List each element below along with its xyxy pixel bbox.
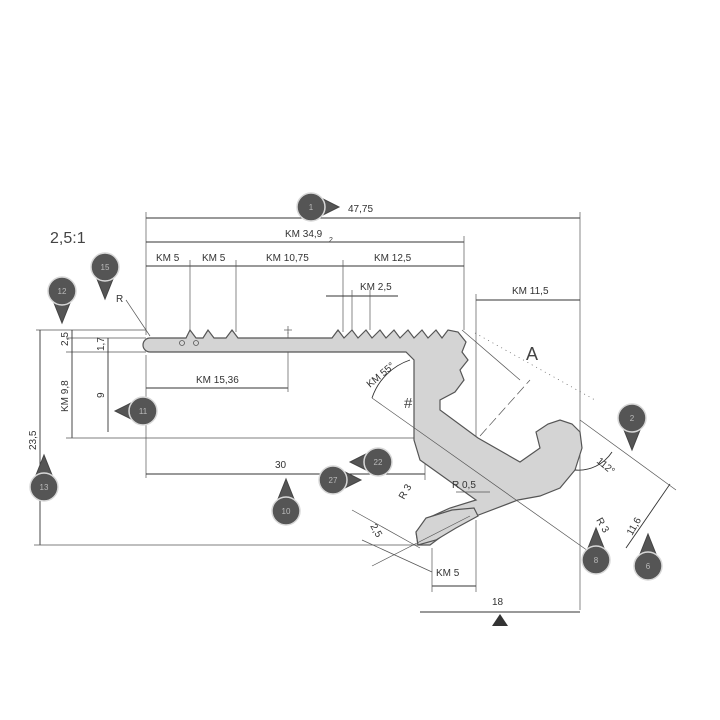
- callout-circle: [90, 252, 120, 282]
- dim-km-34-9: KM 34,9 2: [146, 229, 465, 330]
- callout-balloon: 1: [296, 192, 341, 222]
- dim-1-7-label: 1,7: [96, 337, 107, 351]
- section-arrow-icon: [492, 614, 508, 626]
- dim-km-5-low-label: KM 5: [436, 568, 460, 579]
- view-label-a: A: [526, 344, 538, 364]
- dim-km-11-5-label: KM 11,5: [512, 286, 549, 297]
- callout-balloon: 27: [318, 465, 363, 495]
- callout-pointer: [277, 477, 295, 500]
- dim-23-5-label: 23,5: [28, 430, 39, 450]
- dim-2-5-left-label: 2,5: [60, 332, 71, 346]
- dim-r-0-5-label: R 0,5: [452, 480, 476, 491]
- profile-flange: [142, 328, 583, 546]
- callout-circle: [296, 192, 326, 222]
- callout-circle: [633, 551, 663, 581]
- dim-left-verticals: 2,5 1,7 KM 9,8 9 23,5: [28, 329, 440, 546]
- callout-pointer: [53, 302, 71, 325]
- dim-km-34-9-label: KM 34,9: [285, 229, 323, 240]
- callout-pointer: [35, 453, 53, 476]
- dim-18: 18: [420, 597, 580, 613]
- callout-number: 8: [594, 556, 599, 565]
- dim-2-5-low-label: 2,5: [367, 522, 384, 540]
- callout-circle: [271, 496, 301, 526]
- callout-circle: [47, 276, 77, 306]
- callout-balloon: 6: [633, 532, 663, 581]
- callout-balloon: 8: [581, 526, 611, 575]
- callout-balloon: 15: [90, 252, 120, 301]
- dim-angles: KM 55° R 0,5 R 3 R 3 2,5 112° 11,6: [351, 329, 677, 573]
- callout-pointer: [639, 532, 657, 555]
- callout-pointer: [96, 278, 114, 301]
- callout-balloon: 2: [617, 403, 647, 452]
- dim-km-2-5: KM 2,5: [326, 282, 398, 330]
- marker-2: 2: [329, 237, 333, 244]
- callout-balloon: 22: [348, 447, 393, 477]
- dim-km-15-36: KM 15,36: [145, 332, 289, 478]
- dim-km-segments: KM 5 KM 5 KM 10,75 KM 12,5: [146, 253, 464, 332]
- dim-r-3-a-label: R 3: [397, 482, 415, 501]
- dim-18-label: 18: [492, 597, 504, 608]
- dim-km-55-label: KM 55°: [365, 361, 397, 391]
- dim-9-label: 9: [96, 392, 107, 398]
- profile-lower-tip: [415, 507, 479, 546]
- callout-number: 6: [646, 562, 651, 571]
- dim-km-5-b-label: KM 5: [202, 253, 226, 264]
- marker-r: R: [116, 294, 123, 305]
- dim-km-9-8-label: KM 9,8: [60, 380, 71, 412]
- dim-angle-112-label: 112°: [594, 456, 616, 477]
- callout-circle: [29, 472, 59, 502]
- callout-number: 13: [40, 483, 49, 492]
- callout-number: 27: [329, 476, 338, 485]
- callout-number: 12: [58, 287, 67, 296]
- dim-km-5-a-label: KM 5: [156, 253, 180, 264]
- callout-balloon: 11: [113, 396, 158, 426]
- callout-circle: [581, 545, 611, 575]
- callout-number: 22: [374, 458, 383, 467]
- dim-km-15-36-label: KM 15,36: [196, 375, 239, 386]
- dim-km-11-5: KM 11,5: [475, 286, 580, 440]
- callout-circle: [128, 396, 158, 426]
- callout-number: 10: [282, 507, 291, 516]
- callout-number: 1: [309, 203, 314, 212]
- callout-balloon: 12: [47, 276, 77, 325]
- dim-km-5-low: KM 5: [431, 520, 477, 592]
- dim-overall-width: 47,75: [145, 204, 581, 610]
- dim-overall-width-label: 47,75: [348, 204, 373, 215]
- callout-balloon: 13: [29, 453, 59, 502]
- dim-km-10-75-label: KM 10,75: [266, 253, 309, 264]
- callout-circle: [363, 447, 393, 477]
- profile-section: [142, 326, 583, 546]
- dim-30-label: 30: [275, 460, 287, 471]
- callout-number: 15: [101, 263, 110, 272]
- callout-balloon: 10: [271, 477, 301, 526]
- callout-pointer: [623, 429, 641, 452]
- dim-km-12-5-label: KM 12,5: [374, 253, 412, 264]
- callout-circle: [318, 465, 348, 495]
- dim-km-2-5-label: KM 2,5: [360, 282, 392, 293]
- scale-label: 2,5:1: [50, 230, 86, 247]
- callout-number: 2: [630, 414, 635, 423]
- callout-number: 11: [139, 407, 148, 416]
- callout-circle: [617, 403, 647, 433]
- weld-mark: #: [404, 395, 413, 412]
